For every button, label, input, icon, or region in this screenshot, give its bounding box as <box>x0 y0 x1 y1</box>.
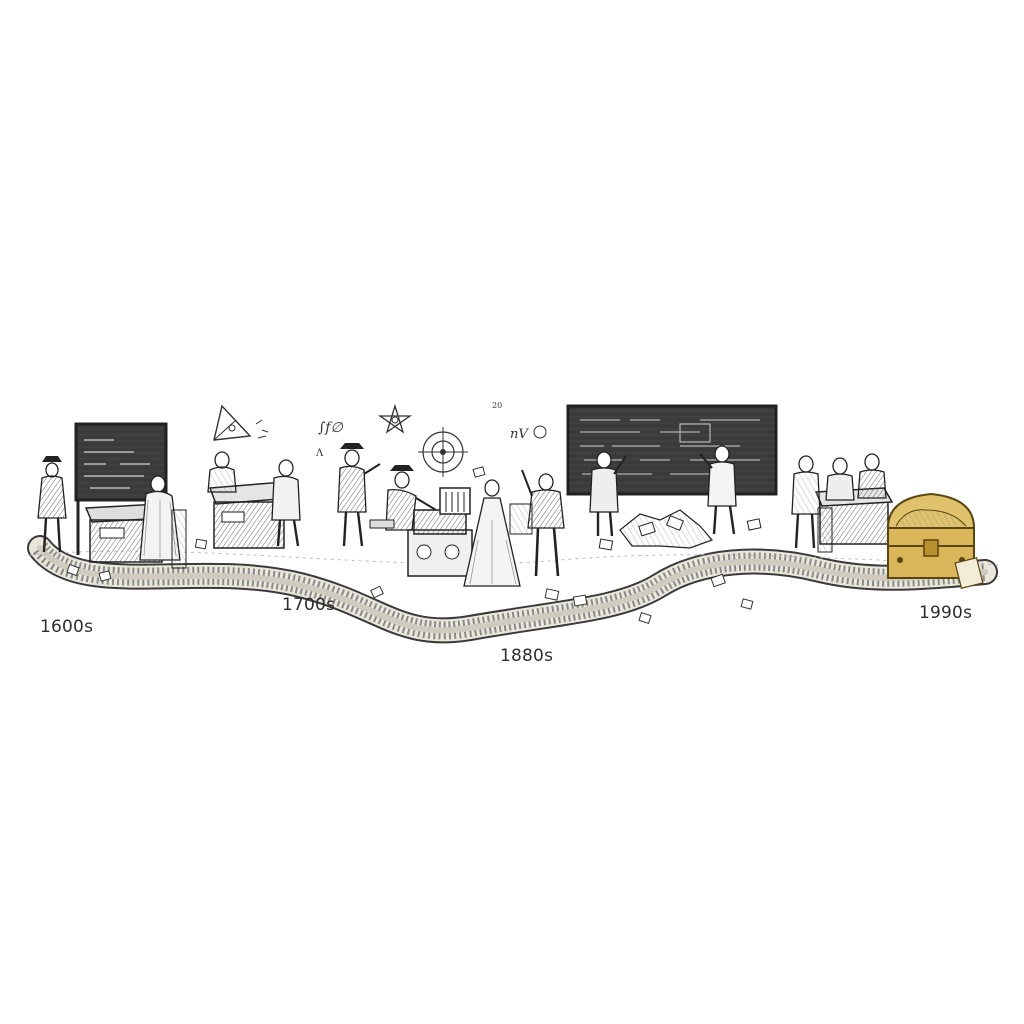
svg-text:∫f∅: ∫f∅ <box>318 420 343 436</box>
svg-text:20: 20 <box>492 401 502 410</box>
figure-presenter-1880 <box>521 469 565 577</box>
treasure-chest-icon <box>886 492 984 590</box>
figure-writing-board <box>589 451 627 537</box>
era-label-1700s: 1700s <box>282 595 336 615</box>
figure-standing-1700 <box>271 459 301 547</box>
figure-seated-1600 <box>139 475 187 569</box>
svg-text:nV: nV <box>510 427 529 442</box>
svg-text:Λ: Λ <box>315 448 324 459</box>
loose-papers <box>66 466 754 624</box>
target-icon <box>418 427 468 477</box>
scene-1700s: ∫f∅ Λ <box>207 403 413 549</box>
pentagram-icon <box>377 403 413 434</box>
geometry-triangle-icon <box>213 404 269 441</box>
scene-chalkboard <box>566 404 778 551</box>
figure-dress-1880 <box>463 479 521 587</box>
figure-bowing-1880 <box>369 465 437 531</box>
era-label-1600s: 1600s <box>40 617 94 637</box>
scattered-papers-icon <box>598 509 762 551</box>
figure-gesturing-1700 <box>337 443 381 547</box>
figure-standing-1600 <box>37 456 67 553</box>
scene-1880s: nV 20 <box>369 401 565 587</box>
era-label-1880s: 1880s <box>500 646 554 666</box>
era-label-1990s: 1990s <box>919 603 973 623</box>
figure-pointing-board <box>699 445 737 535</box>
scene-1990s <box>791 453 984 590</box>
figure-group-1990 <box>791 453 887 553</box>
winding-road <box>27 535 998 644</box>
figure-seated-1700 <box>207 451 237 493</box>
calculating-machine-icon <box>407 487 473 577</box>
scene-1600s <box>37 422 187 569</box>
